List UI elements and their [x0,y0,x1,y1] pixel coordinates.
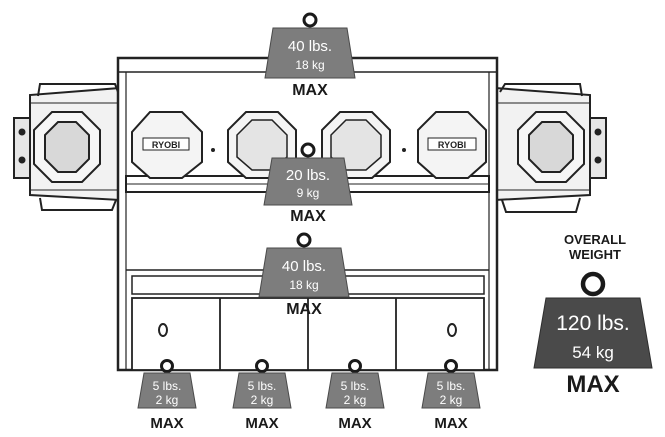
weight-hook-1: 5 lbs. 2 kg MAX [137,359,197,432]
weight-hook-3-kg: 2 kg [344,393,367,407]
weight-top-max: MAX [292,82,328,99]
right-rail-bracket [517,111,585,183]
weight-hook-3: 5 lbs. 2 kg MAX [325,359,385,432]
weight-hook-4: 5 lbs. 2 kg MAX [421,359,481,432]
weight-lower-max: MAX [286,301,322,318]
weight-top-lbs: 40 lbs. [288,38,332,55]
weight-hook-3-max: MAX [338,415,371,432]
weight-hook-4-max: MAX [434,415,467,432]
left-rail-bracket [33,111,101,183]
weight-hook-4-kg: 2 kg [440,393,463,407]
weight-middle-max: MAX [290,208,326,225]
weight-hook-2-max: MAX [245,415,278,432]
battery-pack-4: RYOBI [417,111,487,179]
weight-lower: 40 lbs. 18 kg MAX [258,232,350,318]
weight-top-kg: 18 kg [295,58,324,72]
weight-hook-4-lbs: 5 lbs. [437,379,466,393]
weight-middle: 20 lbs. 9 kg MAX [263,142,353,225]
overall-max: MAX [566,371,619,398]
overall-weight: OVERALL WEIGHT 120 lbs. 54 kg MAX [533,232,653,398]
drawer-unit [131,297,485,371]
weight-middle-kg: 9 kg [297,186,320,200]
weight-hook-2-lbs: 5 lbs. [248,379,277,393]
battery-brand-label-1: RYOBI [152,140,180,150]
weight-lower-kg: 18 kg [289,278,318,292]
battery-pack-1: RYOBI [131,111,203,179]
overall-kg: 54 kg [572,343,614,362]
overall-caption-line2: WEIGHT [569,247,621,262]
overall-caption-line1: OVERALL [564,232,626,247]
weight-hook-2: 5 lbs. 2 kg MAX [232,359,292,432]
drawer-knobs [158,323,457,337]
weight-hook-2-kg: 2 kg [251,393,274,407]
weight-lower-lbs: 40 lbs. [282,258,326,275]
weight-hook-1-kg: 2 kg [156,393,179,407]
weight-hook-1-max: MAX [150,415,183,432]
weight-hook-3-lbs: 5 lbs. [341,379,370,393]
weight-middle-lbs: 20 lbs. [286,167,330,184]
weight-hook-1-lbs: 5 lbs. [153,379,182,393]
battery-brand-label-2: RYOBI [438,140,466,150]
overall-lbs: 120 lbs. [556,312,630,335]
weight-top: 40 lbs. 18 kg MAX [264,12,356,99]
